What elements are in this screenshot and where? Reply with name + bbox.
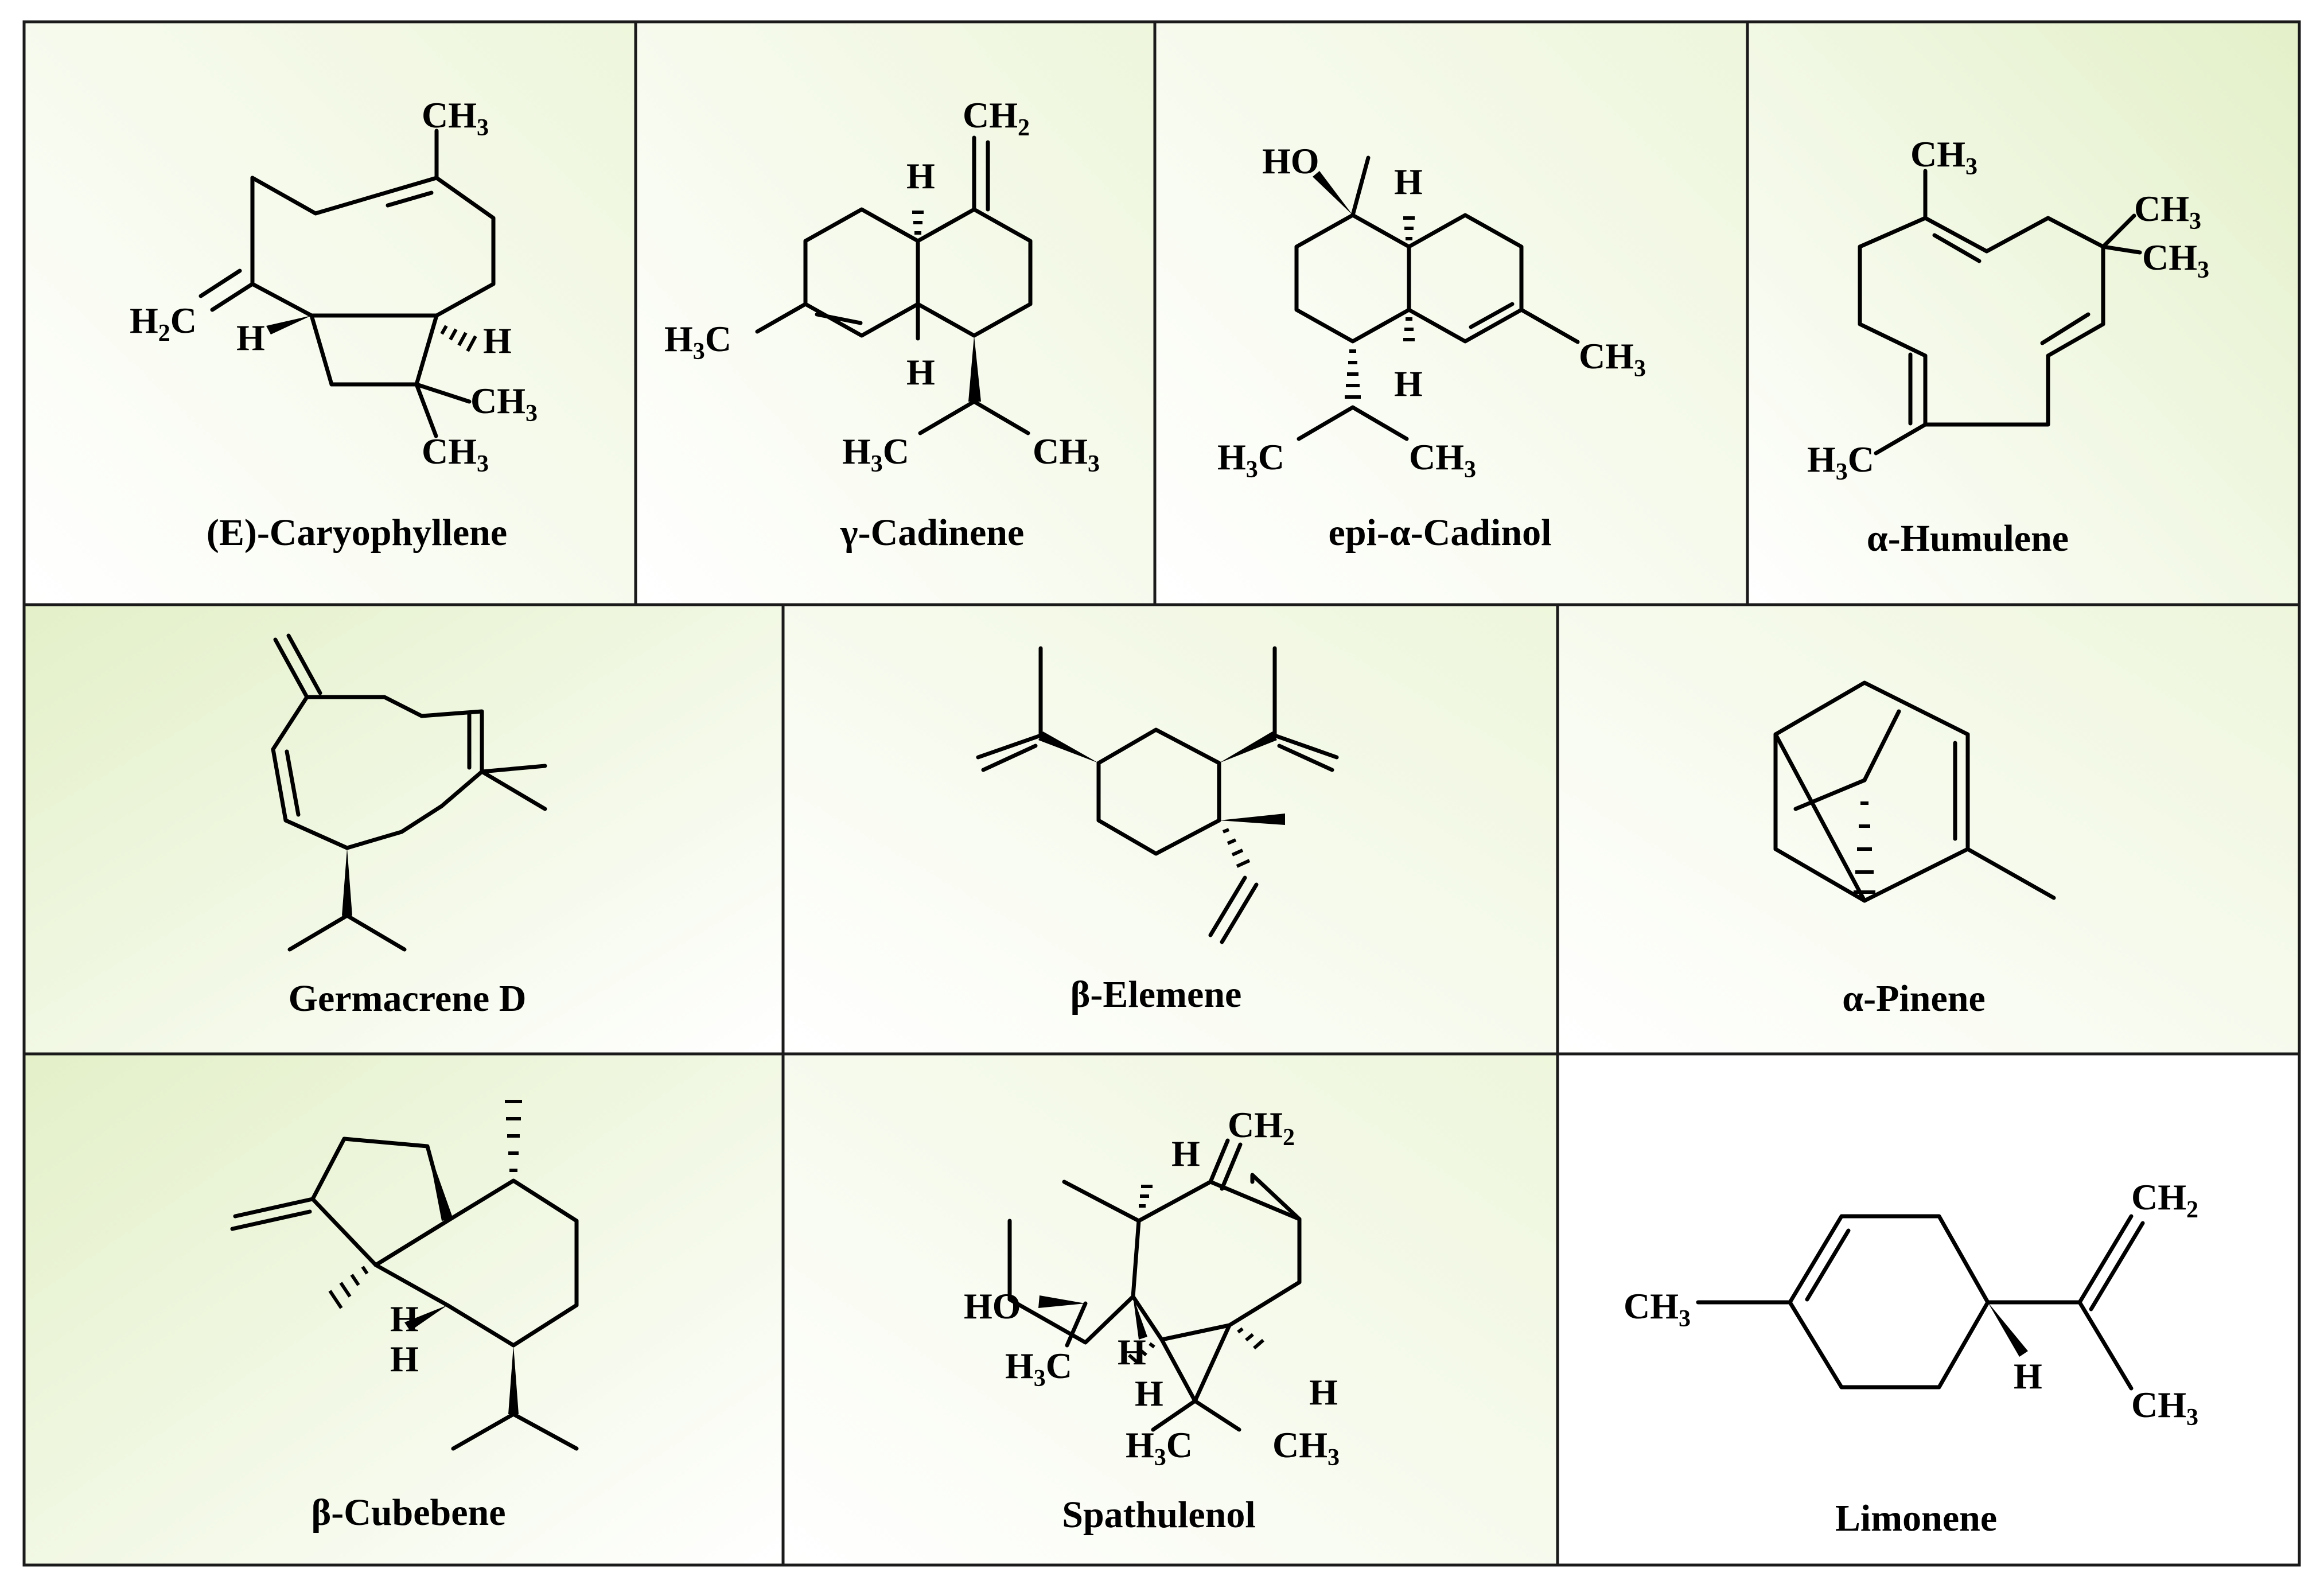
atom-h: H: [1171, 1133, 1200, 1174]
cell-backgrounds: [24, 22, 2299, 1565]
atom-h: H: [1394, 363, 1423, 404]
atom-h: H: [390, 1298, 419, 1339]
structure-limonene: CH3 CH2 H CH3 Limonene: [1624, 1177, 2198, 1539]
compound-name: α-Humulene: [1867, 517, 2069, 559]
compound-name: β-Elemene: [1070, 974, 1242, 1015]
structure-gamma-cadinene: CH2 H H H3C H3C CH3 γ-Cadinene: [664, 95, 1100, 554]
compound-name: α-Pinene: [1842, 978, 1985, 1019]
atom-h: H: [1118, 1332, 1146, 1372]
compound-name: Limonene: [1835, 1497, 1997, 1539]
atom-h: H: [390, 1338, 419, 1379]
atom-ch3: CH3: [1579, 336, 1646, 382]
atom-ch3: CH3: [470, 380, 538, 427]
atom-h: H: [906, 155, 935, 196]
atom-h3c: H3C: [1005, 1345, 1072, 1392]
compound-name: epi-α-Cadinol: [1329, 512, 1552, 554]
structure-beta-cubebene: H H β-Cubebene: [230, 1100, 579, 1533]
atom-ch2: CH2: [1228, 1104, 1295, 1151]
atom-h3c: H3C: [1217, 437, 1284, 483]
atom-h3c: H3C: [842, 431, 909, 477]
atom-ch3: CH3: [1272, 1424, 1340, 1471]
atom-ch3: CH3: [422, 95, 489, 141]
atom-ho: HO: [964, 1286, 1021, 1326]
compound-name: Germacrene D: [289, 978, 527, 1019]
atom-ch3: CH3: [422, 431, 489, 477]
atom-ho: HO: [1262, 141, 1319, 181]
atom-ch3: CH3: [2131, 1384, 2198, 1431]
atom-h: H: [236, 317, 265, 358]
atom-ch2: CH2: [963, 95, 1030, 141]
atom-ch3: CH3: [1409, 437, 1476, 483]
grid-lines: [22, 20, 2301, 1567]
structure-alpha-humulene: CH3 CH3 CH3 H3C α-Humulene: [1807, 134, 2209, 559]
structure-epi-alpha-cadinol: HO H H CH3 H3C CH3 epi-α-Cadinol: [1217, 141, 1646, 554]
atom-h: H: [906, 352, 935, 392]
atom-h3c: H3C: [664, 318, 731, 365]
atom-ch3: CH3: [1624, 1286, 1691, 1332]
compound-name: Spathulenol: [1062, 1494, 1255, 1536]
atom-ch3: CH3: [1033, 431, 1100, 477]
structure-spathulenol: CH2 H HO H3C H H H H3C CH3 Spathulenol: [964, 1104, 1340, 1536]
atom-ch3: CH3: [1910, 134, 1977, 180]
structure-alpha-pinene: α-Pinene: [1773, 680, 2056, 1019]
atom-h: H: [1135, 1373, 1163, 1414]
compound-name: (E)-Caryophyllene: [207, 512, 507, 554]
structure-germacrene-d: Germacrene D: [271, 633, 547, 1019]
atom-h: H: [483, 320, 512, 361]
atom-h: H: [1394, 161, 1423, 202]
atom-h3c: H3C: [1126, 1424, 1193, 1471]
compound-name: β-Cubebene: [311, 1492, 505, 1533]
atom-ch3: CH3: [2142, 237, 2209, 283]
atom-ch3: CH3: [2134, 188, 2201, 235]
structure-beta-elemene: β-Elemene: [976, 646, 1339, 1015]
atom-h3c: H3C: [1807, 439, 1874, 485]
atom-h2c: H2C: [130, 300, 197, 347]
atom-h: H: [1309, 1372, 1338, 1412]
structure-caryophyllene: CH3 H2C H H CH3 CH3 (E)-Caryophyllene: [130, 95, 538, 554]
compound-name: γ-Cadinene: [840, 512, 1025, 554]
atom-h: H: [2014, 1356, 2042, 1396]
atom-ch2: CH2: [2131, 1177, 2198, 1223]
